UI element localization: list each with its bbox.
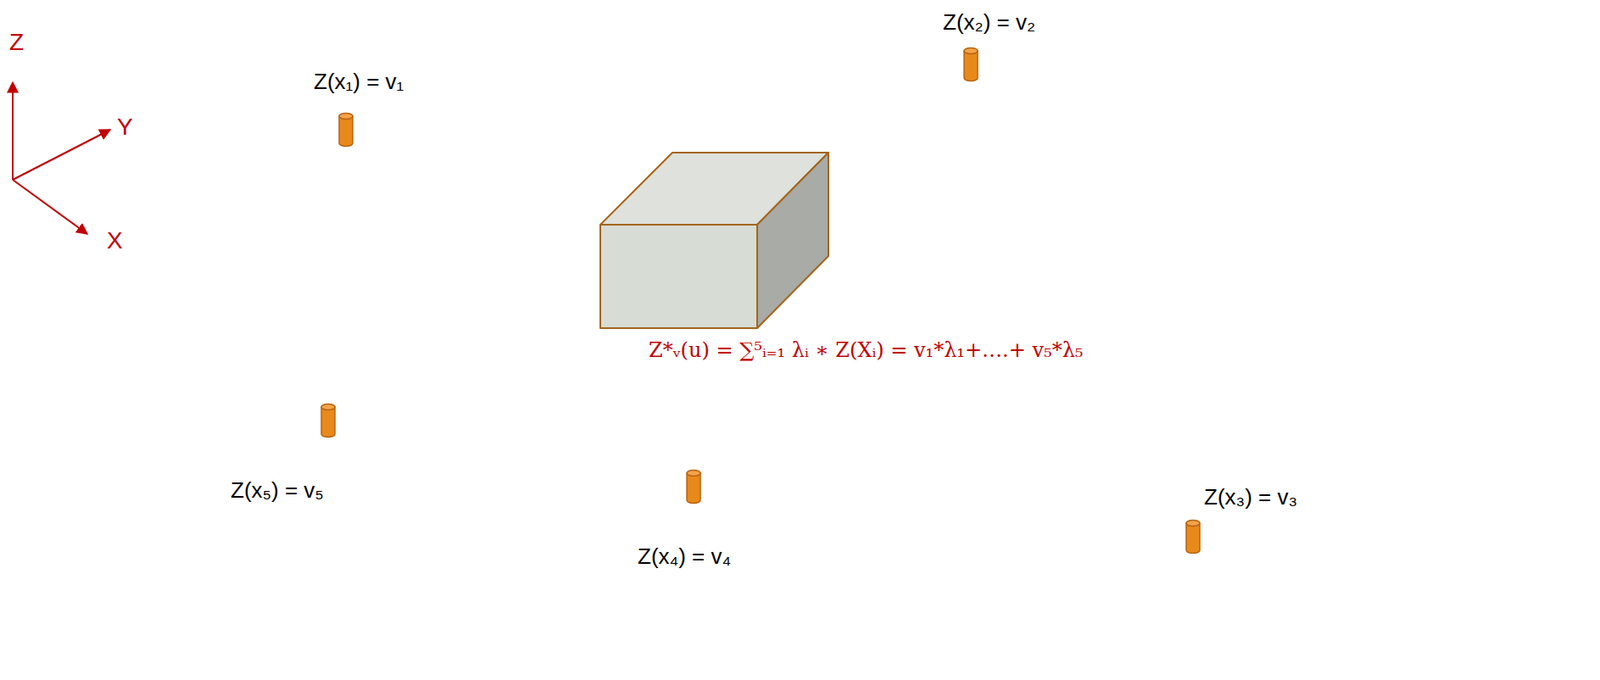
sample-label: Z(x₄) = v₄ [637,544,731,570]
sample-label: Z(x₂) = v₂ [942,10,1036,36]
sample-label: Z(x₁) = v₁ [313,69,404,95]
block [600,152,829,329]
axis-label: X [106,227,123,255]
sample-points [321,48,1200,554]
estimator-formula: Z*ᵥ(u) = ∑⁵ᵢ₌₁ λᵢ ∗ Z(Xᵢ) = v₁*λ₁+….+ v₅… [648,339,1083,363]
axis-label: Y [117,113,134,141]
sample-label: Z(x₅) = v₅ [230,478,324,504]
sample-label: Z(x₃) = v₃ [1204,485,1298,511]
axis-label: Z [9,28,24,56]
axes [12,82,111,235]
